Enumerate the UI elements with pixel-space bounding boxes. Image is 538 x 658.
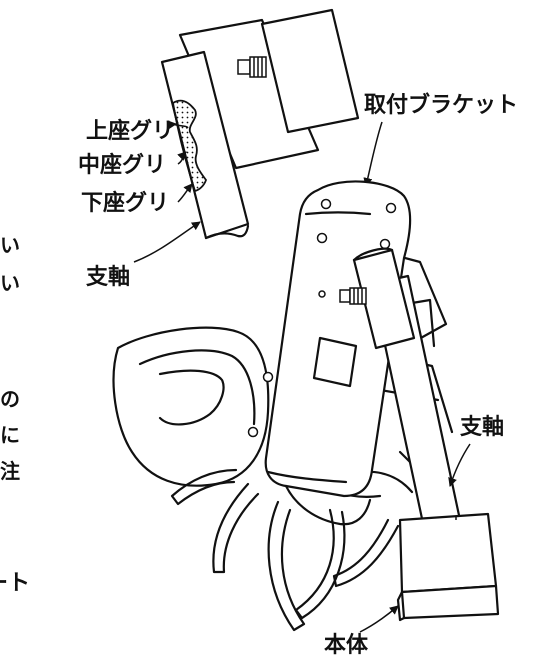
inset-bolt — [237, 56, 267, 78]
margin-char: の — [0, 387, 20, 411]
bracket-hole — [316, 232, 328, 244]
lower-counterbore-label: 下座グリ — [81, 190, 169, 216]
shaft-right-leader-arrow — [448, 443, 471, 487]
shaft-label-top: 支軸 — [86, 264, 130, 290]
body-box — [396, 512, 500, 622]
bracket-hole — [385, 202, 397, 214]
tiller-machine — [112, 180, 500, 632]
body-leader-arrow — [359, 605, 399, 633]
tine-3 — [294, 508, 346, 620]
upper-counterbore-label: 上座グリ — [86, 118, 174, 144]
tine-5 — [170, 468, 238, 506]
shaft-clamp — [352, 248, 416, 350]
bracket-hole — [320, 198, 332, 210]
cover-window — [312, 336, 358, 388]
margin-char: 注 — [0, 459, 20, 483]
body-label: 本体 — [324, 633, 369, 658]
inset-leader-arrows — [133, 120, 201, 263]
counterbore-dotted-area — [172, 99, 208, 193]
bracket-hole — [379, 238, 391, 250]
mounting-bracket-label: 取付ブラケット — [364, 92, 518, 118]
shaft-label-right: 支軸 — [460, 414, 504, 440]
bracket-leader-arrow — [363, 121, 383, 187]
middle-counterbore-label: 中座グリ — [78, 152, 166, 178]
margin-text-column: い い の に 注 — [0, 233, 20, 483]
tine-2 — [267, 500, 306, 632]
margin-char: い — [0, 233, 20, 257]
margin-char: い — [0, 271, 20, 295]
rear-cover — [112, 326, 270, 487]
tine-1 — [212, 482, 260, 574]
margin-char: に — [0, 423, 20, 447]
shaft-inset — [160, 8, 360, 240]
clamp-bolt — [339, 287, 367, 305]
tine-4 — [332, 518, 400, 588]
margin-bottom-fragment: ート — [0, 571, 30, 596]
